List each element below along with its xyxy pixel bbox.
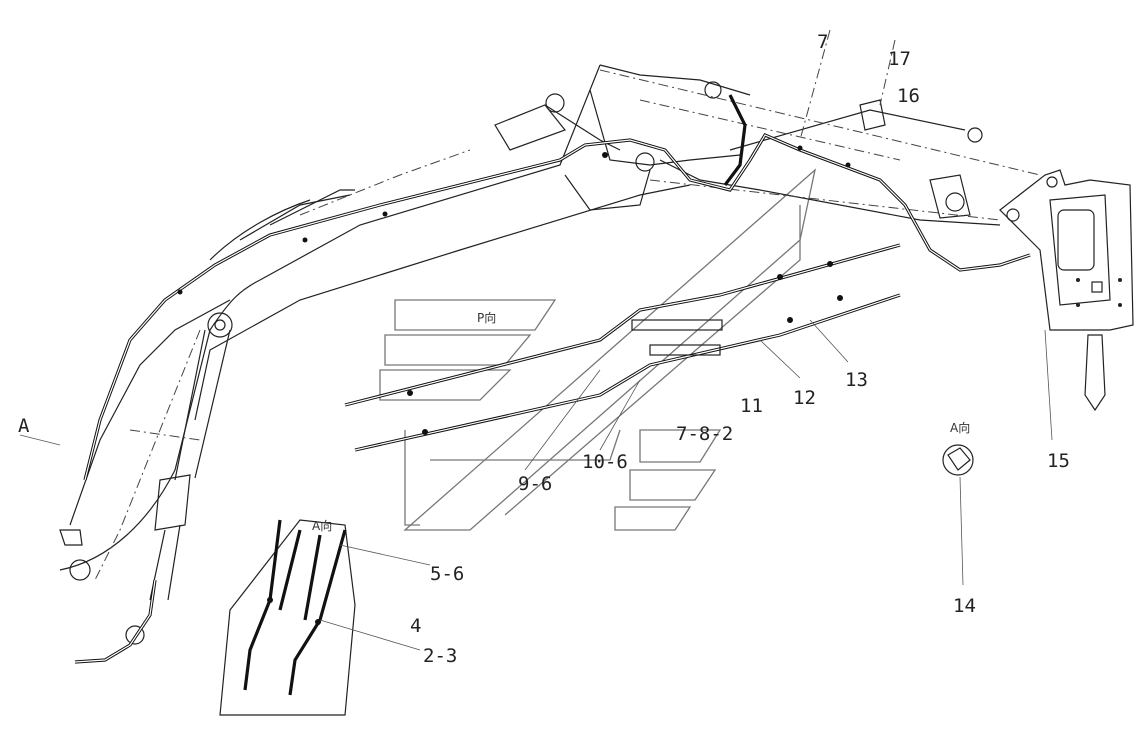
label-4: 4 (410, 615, 421, 637)
label-7: 7 (817, 31, 828, 53)
label-5-6: 5-6 (430, 563, 464, 585)
label-15: 15 (1047, 450, 1070, 472)
label-14: 14 (953, 595, 976, 617)
hydraulic-breaker (999, 169, 1134, 412)
label-11: 11 (740, 395, 763, 417)
p-view-label: P向 (477, 310, 496, 325)
a-view-label: A向 (312, 518, 332, 533)
callout-labels: A A向 P向 5-6 4 2-3 9-6 10-6 7-8-2 11 12 1… (18, 31, 1070, 667)
label-17: 17 (888, 48, 911, 70)
label-2-3: 2-3 (423, 645, 457, 667)
detail-hoses (344, 243, 901, 452)
boom-cylinder (125, 329, 231, 645)
label-13: 13 (845, 369, 868, 391)
part-14-fitting (942, 444, 974, 586)
a-view-detail (219, 519, 356, 716)
leader-lines (19, 319, 1053, 651)
centerlines (94, 29, 1041, 581)
main-hose (59, 94, 1031, 664)
boom-arm (59, 64, 1001, 581)
label-7-8-2: 7-8-2 (676, 423, 733, 445)
label-12: 12 (793, 387, 816, 409)
a-dir-label: A向 (950, 420, 970, 435)
label-9-6: 9-6 (518, 473, 552, 495)
label-16: 16 (897, 85, 920, 107)
view-arrow-label: A (18, 415, 30, 437)
watermark-logo (379, 168, 817, 531)
label-10-6: 10-6 (582, 451, 628, 473)
